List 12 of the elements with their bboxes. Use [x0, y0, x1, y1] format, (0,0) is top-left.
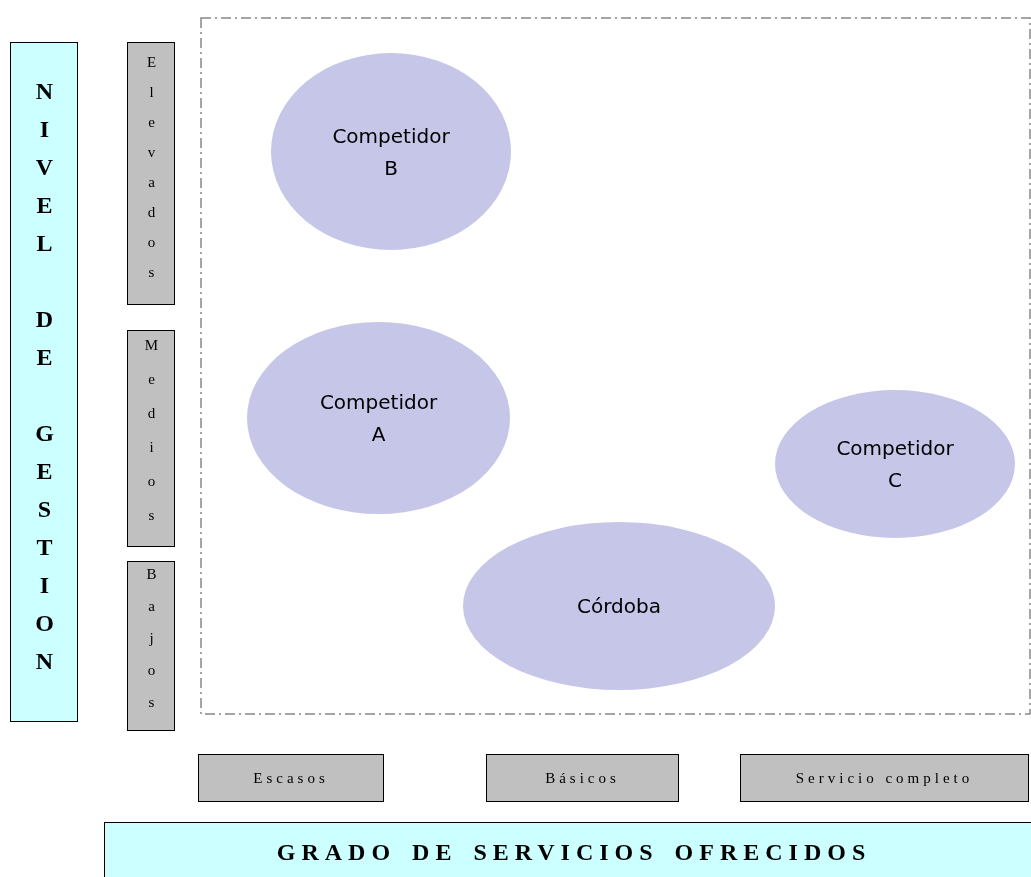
position-bubble: Competidor A — [247, 322, 510, 514]
axis-title: GRADO DE SERVICIOS OFRECIDOS — [104, 822, 1031, 877]
position-bubble: Competidor C — [775, 390, 1015, 538]
axis-level: Medios — [127, 330, 175, 547]
position-bubble: Competidor B — [271, 53, 511, 250]
axis-title: NIVEL DE GESTION — [10, 42, 78, 722]
axis-level: Bajos — [127, 561, 175, 731]
axis-level: Elevados — [127, 42, 175, 305]
axis-level: Escasos — [198, 754, 384, 802]
axis-level: Servicio completo — [740, 754, 1029, 802]
axis-level: Básicos — [486, 754, 679, 802]
position-bubble: Córdoba — [463, 522, 775, 690]
